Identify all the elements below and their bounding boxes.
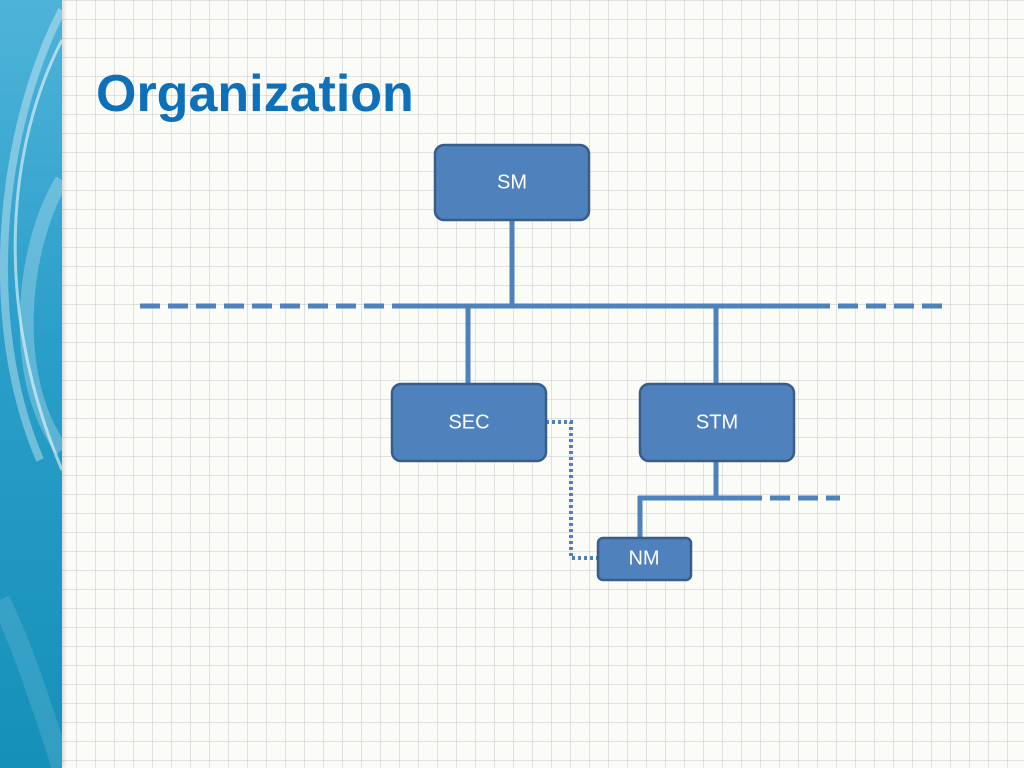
slide-title: Organization bbox=[96, 65, 414, 123]
connector-sec-nm-dotted bbox=[546, 420, 598, 560]
connectors bbox=[140, 220, 948, 560]
node-sm: SM bbox=[433, 143, 591, 222]
node-sm-label: SM bbox=[497, 171, 527, 193]
node-stm-label: STM bbox=[696, 411, 738, 433]
swoosh-decoration bbox=[0, 8, 62, 768]
node-stm: STM bbox=[638, 382, 796, 463]
node-nm-label: NM bbox=[628, 547, 659, 569]
node-sec: SEC bbox=[390, 382, 548, 463]
side-decoration-panel bbox=[0, 0, 62, 768]
node-sec-label: SEC bbox=[448, 411, 489, 433]
node-nm: NM bbox=[596, 536, 693, 582]
